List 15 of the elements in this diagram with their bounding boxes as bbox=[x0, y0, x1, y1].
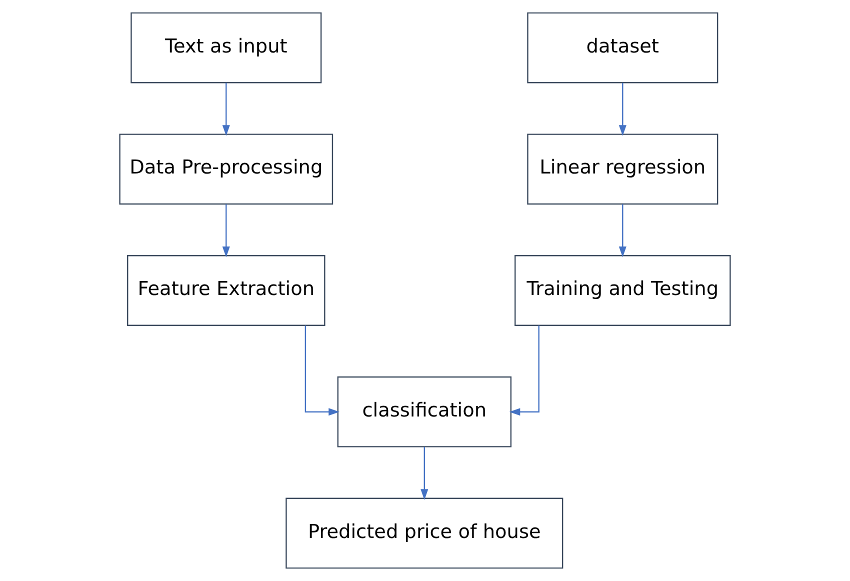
node-box: Training and Testing bbox=[514, 255, 731, 326]
node-box: Predicted price of house bbox=[286, 498, 564, 569]
node-box: Feature Extraction bbox=[127, 255, 326, 326]
arrow bbox=[304, 326, 340, 416]
arrow bbox=[618, 82, 626, 136]
arrow bbox=[420, 446, 428, 500]
node-box: Linear regression bbox=[527, 134, 718, 205]
node-box: Text as input bbox=[130, 12, 322, 84]
arrow bbox=[222, 204, 230, 258]
node-box: classification bbox=[337, 376, 512, 448]
node-box: Data Pre-processing bbox=[119, 134, 334, 205]
arrow bbox=[222, 82, 230, 136]
arrow bbox=[618, 204, 626, 258]
arrow bbox=[509, 326, 540, 416]
node-box: dataset bbox=[527, 12, 718, 84]
